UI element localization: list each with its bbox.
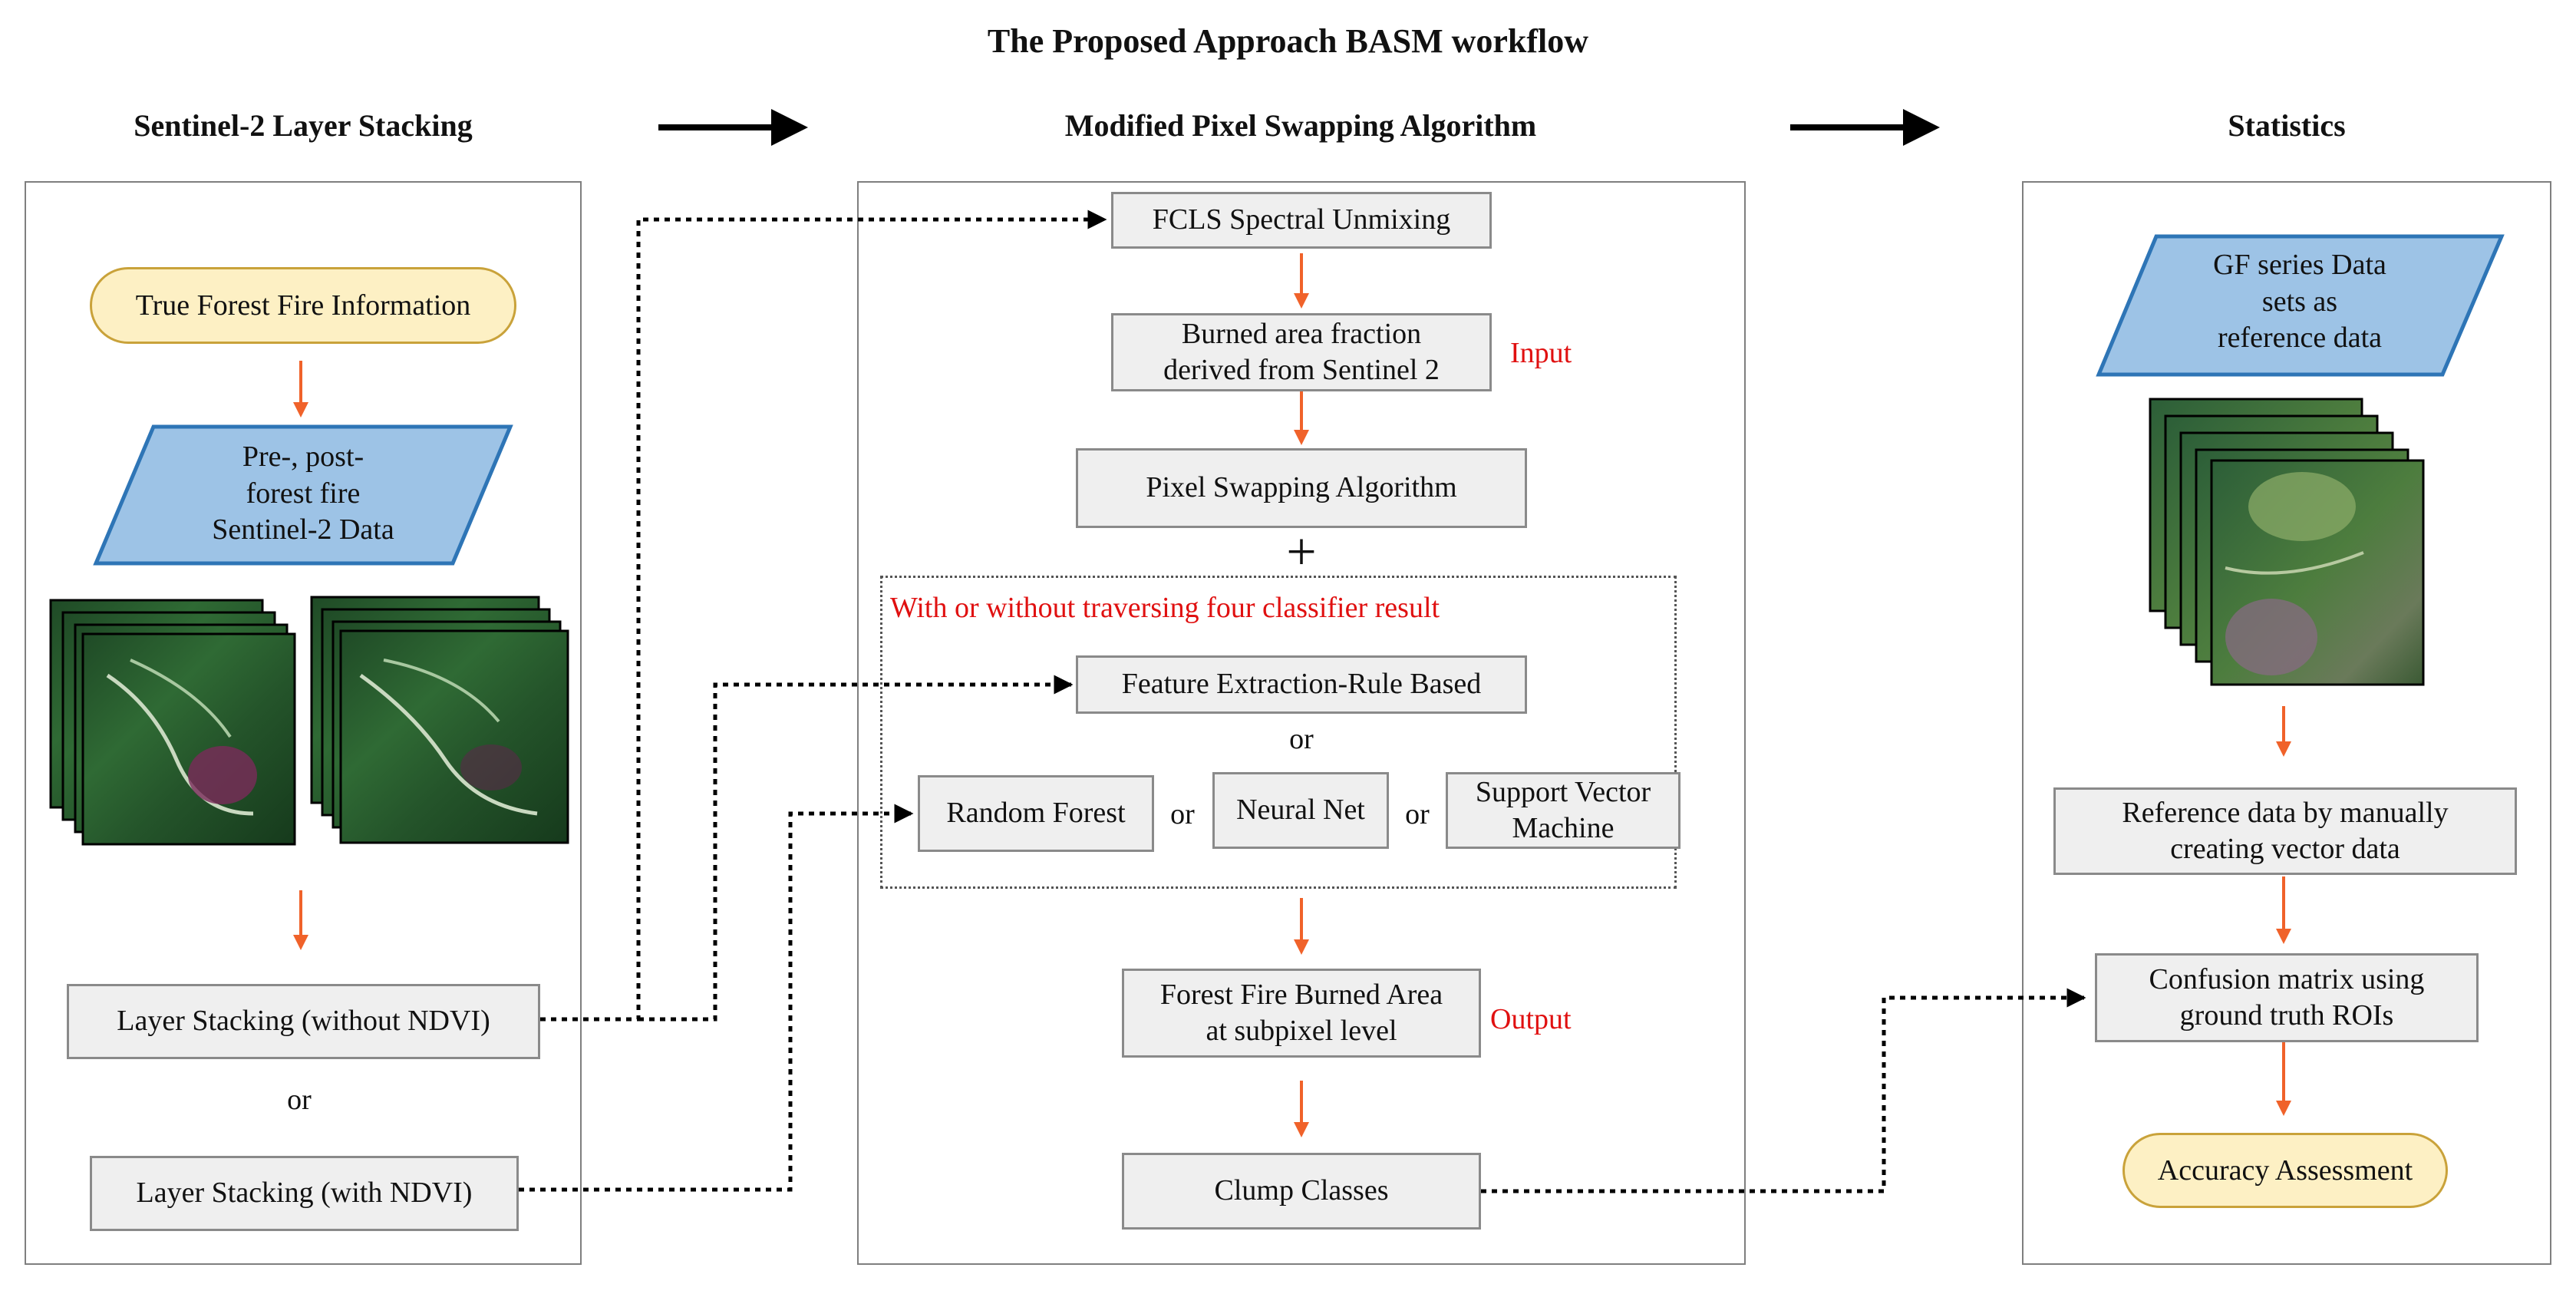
output-label: Output (1490, 1003, 1572, 1035)
classifier-region (880, 576, 1677, 889)
gf-line-3: reference data (2217, 322, 2383, 354)
connector-clump-to-confusion (1481, 988, 2086, 1193)
column-heading-right: Statistics (2228, 108, 2346, 143)
burned-area-line-1: Burned area fraction (1181, 317, 1422, 350)
or-label-nn-svm: or (1405, 798, 1430, 830)
sentinel-data-line-3: Sentinel-2 Data (212, 513, 394, 546)
output-line-1: Forest Fire Burned Area (1159, 978, 1443, 1011)
pre-fire-image-stack (49, 599, 296, 846)
svm-line-2: Machine (1512, 812, 1615, 844)
gf-data-parallelogram (2096, 234, 2505, 377)
sentinel-data-parallelogram (93, 424, 513, 566)
layer-stacking-with-ndvi: Layer Stacking (with NDVI) (90, 1156, 519, 1231)
feature-extraction-box: Feature Extraction-Rule Based (1076, 655, 1527, 714)
sentinel-data-label: Pre-, post- forest fire Sentinel-2 Data (153, 439, 453, 549)
post-fire-image-stack (310, 596, 569, 844)
confusion-line-2: ground truth ROIs (2179, 999, 2394, 1032)
confusion-line-1: Confusion matrix using (2149, 962, 2425, 995)
reference-line-2: creating vector data (2170, 833, 2400, 865)
svm-line-1: Support Vector (1475, 775, 1651, 808)
fcls-spectral-unmixing-box: FCLS Spectral Unmixing (1111, 192, 1492, 249)
connector-without-ndvi-to-fcls (540, 210, 1107, 1022)
layer-stacking-without-ndvi: Layer Stacking (without NDVI) (67, 984, 540, 1059)
true-forest-fire-pill: True Forest Fire Information (90, 267, 516, 344)
connector-without-ndvi-to-feature (638, 675, 1074, 1022)
confusion-matrix-box: Confusion matrix using ground truth ROIs (2095, 953, 2479, 1042)
column-heading-middle: Modified Pixel Swapping Algorithm (1064, 108, 1537, 143)
burned-area-fraction-box: Burned area fraction derived from Sentin… (1111, 313, 1492, 391)
reference-line-1: Reference data by manually (2122, 796, 2449, 829)
random-forest-box: Random Forest (918, 775, 1154, 852)
gf-line-2: sets as (2261, 285, 2338, 318)
neural-net-box: Neural Net (1212, 772, 1389, 849)
diagram-title: The Proposed Approach BASM workflow (987, 22, 1589, 60)
accuracy-assessment-pill: Accuracy Assessment (2122, 1133, 2448, 1208)
input-label: Input (1510, 337, 1572, 369)
reference-data-box: Reference data by manually creating vect… (2053, 787, 2517, 875)
plus-sign: + (1286, 523, 1317, 582)
clump-classes-box: Clump Classes (1122, 1153, 1481, 1230)
output-line-2: at subpixel level (1206, 1015, 1397, 1047)
sentinel-data-line-2: forest fire (246, 477, 361, 510)
or-label-rf-nn: or (1170, 798, 1195, 830)
pixel-swapping-box: Pixel Swapping Algorithm (1076, 448, 1527, 528)
gf-image-stack (2149, 398, 2425, 686)
or-label-middle: or (1289, 723, 1314, 755)
gf-line-1: GF series Data (2213, 249, 2386, 281)
burned-area-output-box: Forest Fire Burned Area at subpixel leve… (1122, 969, 1481, 1058)
or-label-left: or (287, 1084, 312, 1116)
gf-data-label: GF series Data sets as reference data (2158, 247, 2442, 357)
sentinel-data-line-1: Pre-, post- (242, 441, 364, 473)
burned-area-line-2: derived from Sentinel 2 (1163, 354, 1440, 386)
svm-box: Support Vector Machine (1446, 772, 1681, 849)
traverse-classifier-label: With or without traversing four classifi… (890, 592, 1440, 624)
column-heading-left: Sentinel-2 Layer Stacking (134, 108, 473, 143)
